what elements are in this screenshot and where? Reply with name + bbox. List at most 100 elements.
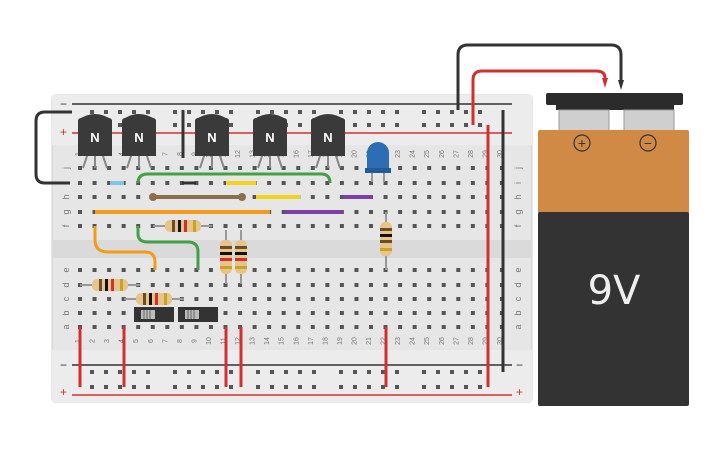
rail-hole[interactable] <box>90 370 94 374</box>
breadboard-hole[interactable] <box>208 283 213 287</box>
rail-hole[interactable] <box>284 110 288 114</box>
breadboard-hole[interactable] <box>107 325 112 329</box>
breadboard-hole[interactable] <box>456 210 461 214</box>
breadboard-hole[interactable] <box>369 210 373 214</box>
breadboard-hole[interactable] <box>470 311 475 315</box>
resistor[interactable] <box>124 293 184 305</box>
rail-hole[interactable] <box>422 110 426 114</box>
breadboard-hole[interactable] <box>470 224 475 228</box>
breadboard-hole[interactable] <box>310 297 315 301</box>
breadboard-hole[interactable] <box>369 311 373 315</box>
rail-hole[interactable] <box>395 385 399 389</box>
breadboard-hole[interactable] <box>369 325 373 329</box>
breadboard-hole[interactable] <box>310 195 315 199</box>
rail-hole[interactable] <box>256 370 260 374</box>
rail-hole[interactable] <box>132 385 136 389</box>
breadboard-hole[interactable] <box>252 224 257 228</box>
breadboard-hole[interactable] <box>354 166 359 170</box>
npn-transistor[interactable]: N <box>122 114 156 169</box>
rail-hole[interactable] <box>118 370 122 374</box>
breadboard-hole[interactable] <box>427 283 432 287</box>
breadboard-hole[interactable] <box>427 297 432 301</box>
breadboard-hole[interactable] <box>325 268 330 272</box>
rail-hole[interactable] <box>90 110 94 114</box>
rail-hole[interactable] <box>104 370 108 374</box>
rail-hole[interactable] <box>436 385 440 389</box>
breadboard-hole[interactable] <box>78 181 82 185</box>
breadboard-hole[interactable] <box>456 283 461 287</box>
rail-hole[interactable] <box>312 385 316 389</box>
breadboard-hole[interactable] <box>78 210 82 214</box>
breadboard-hole[interactable] <box>470 283 475 287</box>
breadboard-hole[interactable] <box>383 297 388 301</box>
rail-hole[interactable] <box>173 123 177 127</box>
rail-hole[interactable] <box>298 123 302 127</box>
breadboard-hole[interactable] <box>121 311 126 315</box>
npn-transistor[interactable]: N <box>253 114 287 169</box>
breadboard-hole[interactable] <box>223 224 228 228</box>
breadboard-hole[interactable] <box>412 195 417 199</box>
breadboard-hole[interactable] <box>456 325 461 329</box>
rail-hole[interactable] <box>256 110 260 114</box>
breadboard-hole[interactable] <box>412 181 417 185</box>
breadboard-hole[interactable] <box>223 166 228 170</box>
breadboard-hole[interactable] <box>208 325 213 329</box>
breadboard-hole[interactable] <box>281 268 286 272</box>
resistor[interactable] <box>80 279 140 291</box>
breadboard-hole[interactable] <box>223 311 228 315</box>
breadboard-hole[interactable] <box>281 283 286 287</box>
breadboard-hole[interactable] <box>296 325 301 329</box>
breadboard-hole[interactable] <box>339 166 344 170</box>
breadboard-hole[interactable] <box>470 210 475 214</box>
rail-hole[interactable] <box>256 385 260 389</box>
npn-transistor[interactable]: N <box>78 114 112 169</box>
rail-hole[interactable] <box>146 385 150 389</box>
rail-hole[interactable] <box>367 385 371 389</box>
rail-hole[interactable] <box>187 110 191 114</box>
rail-hole[interactable] <box>422 385 426 389</box>
breadboard-hole[interactable] <box>165 325 170 329</box>
breadboard-hole[interactable] <box>325 311 330 315</box>
green-wire-top[interactable] <box>136 172 332 184</box>
breadboard-hole[interactable] <box>267 283 272 287</box>
breadboard-hole[interactable] <box>208 268 213 272</box>
resistor[interactable] <box>220 230 232 284</box>
rail-hole[interactable] <box>229 370 233 374</box>
rail-hole[interactable] <box>436 110 440 114</box>
breadboard-hole[interactable] <box>412 311 417 315</box>
breadboard-hole[interactable] <box>267 224 272 228</box>
breadboard-hole[interactable] <box>354 297 359 301</box>
breadboard-hole[interactable] <box>223 297 228 301</box>
breadboard-hole[interactable] <box>339 195 344 199</box>
rail-hole[interactable] <box>201 385 205 389</box>
orange-wire-bend[interactable] <box>93 226 157 270</box>
breadboard-hole[interactable] <box>398 224 403 228</box>
breadboard-hole[interactable] <box>179 283 184 287</box>
breadboard-hole[interactable] <box>325 283 330 287</box>
resistor[interactable] <box>235 230 247 284</box>
breadboard-hole[interactable] <box>427 311 432 315</box>
breadboard-hole[interactable] <box>238 166 243 170</box>
rail-hole[interactable] <box>312 110 316 114</box>
rail-hole[interactable] <box>132 110 136 114</box>
breadboard-hole[interactable] <box>194 283 199 287</box>
breadboard-hole[interactable] <box>296 311 301 315</box>
rail-hole[interactable] <box>367 110 371 114</box>
breadboard-hole[interactable] <box>296 224 301 228</box>
rail-hole[interactable] <box>298 385 302 389</box>
rail-hole[interactable] <box>118 385 122 389</box>
blue-led[interactable] <box>365 142 391 182</box>
breadboard-hole[interactable] <box>398 210 403 214</box>
breadboard-hole[interactable] <box>150 224 155 228</box>
rail-hole[interactable] <box>146 110 150 114</box>
resistor[interactable] <box>153 220 212 232</box>
breadboard-hole[interactable] <box>107 166 112 170</box>
breadboard-hole[interactable] <box>281 166 286 170</box>
rail-hole[interactable] <box>187 385 191 389</box>
breadboard-hole[interactable] <box>339 283 344 287</box>
breadboard-hole[interactable] <box>281 181 286 185</box>
breadboard-hole[interactable] <box>150 268 155 272</box>
breadboard-hole[interactable] <box>252 297 257 301</box>
breadboard-hole[interactable] <box>456 224 461 228</box>
breadboard-hole[interactable] <box>92 268 97 272</box>
